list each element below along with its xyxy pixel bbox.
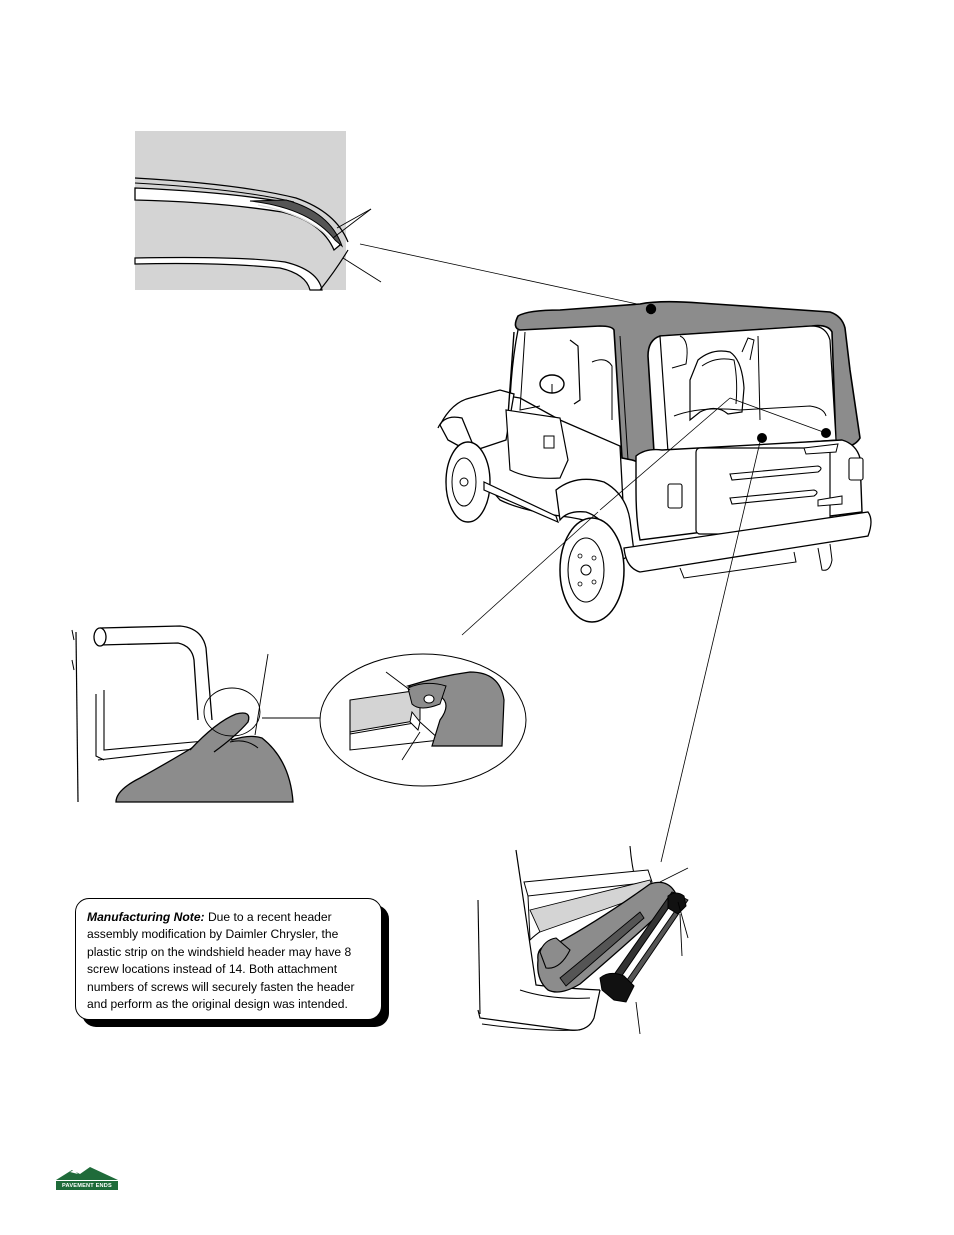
manufacturing-note: Manufacturing Note: Due to a recent head… <box>75 898 382 1020</box>
note-label: Manufacturing Note: <box>87 910 205 924</box>
pavement-ends-logo <box>56 1167 118 1190</box>
door-frame-detail <box>71 625 321 803</box>
header-detail-background <box>135 131 346 290</box>
note-text: Due to a recent header assembly modifica… <box>87 910 355 1012</box>
callout-dot-tailgate <box>757 433 767 443</box>
header-detail <box>134 131 652 308</box>
jeep-illustration <box>437 300 872 863</box>
logo-bar <box>56 1181 118 1190</box>
corner-zoom-detail <box>319 653 527 787</box>
callout-dot-header <box>645 303 657 315</box>
logo-text: PAVEMENT ENDS <box>62 1183 112 1189</box>
logo-mountain-icon <box>56 1167 118 1180</box>
rear-channel-detail <box>477 845 689 1035</box>
